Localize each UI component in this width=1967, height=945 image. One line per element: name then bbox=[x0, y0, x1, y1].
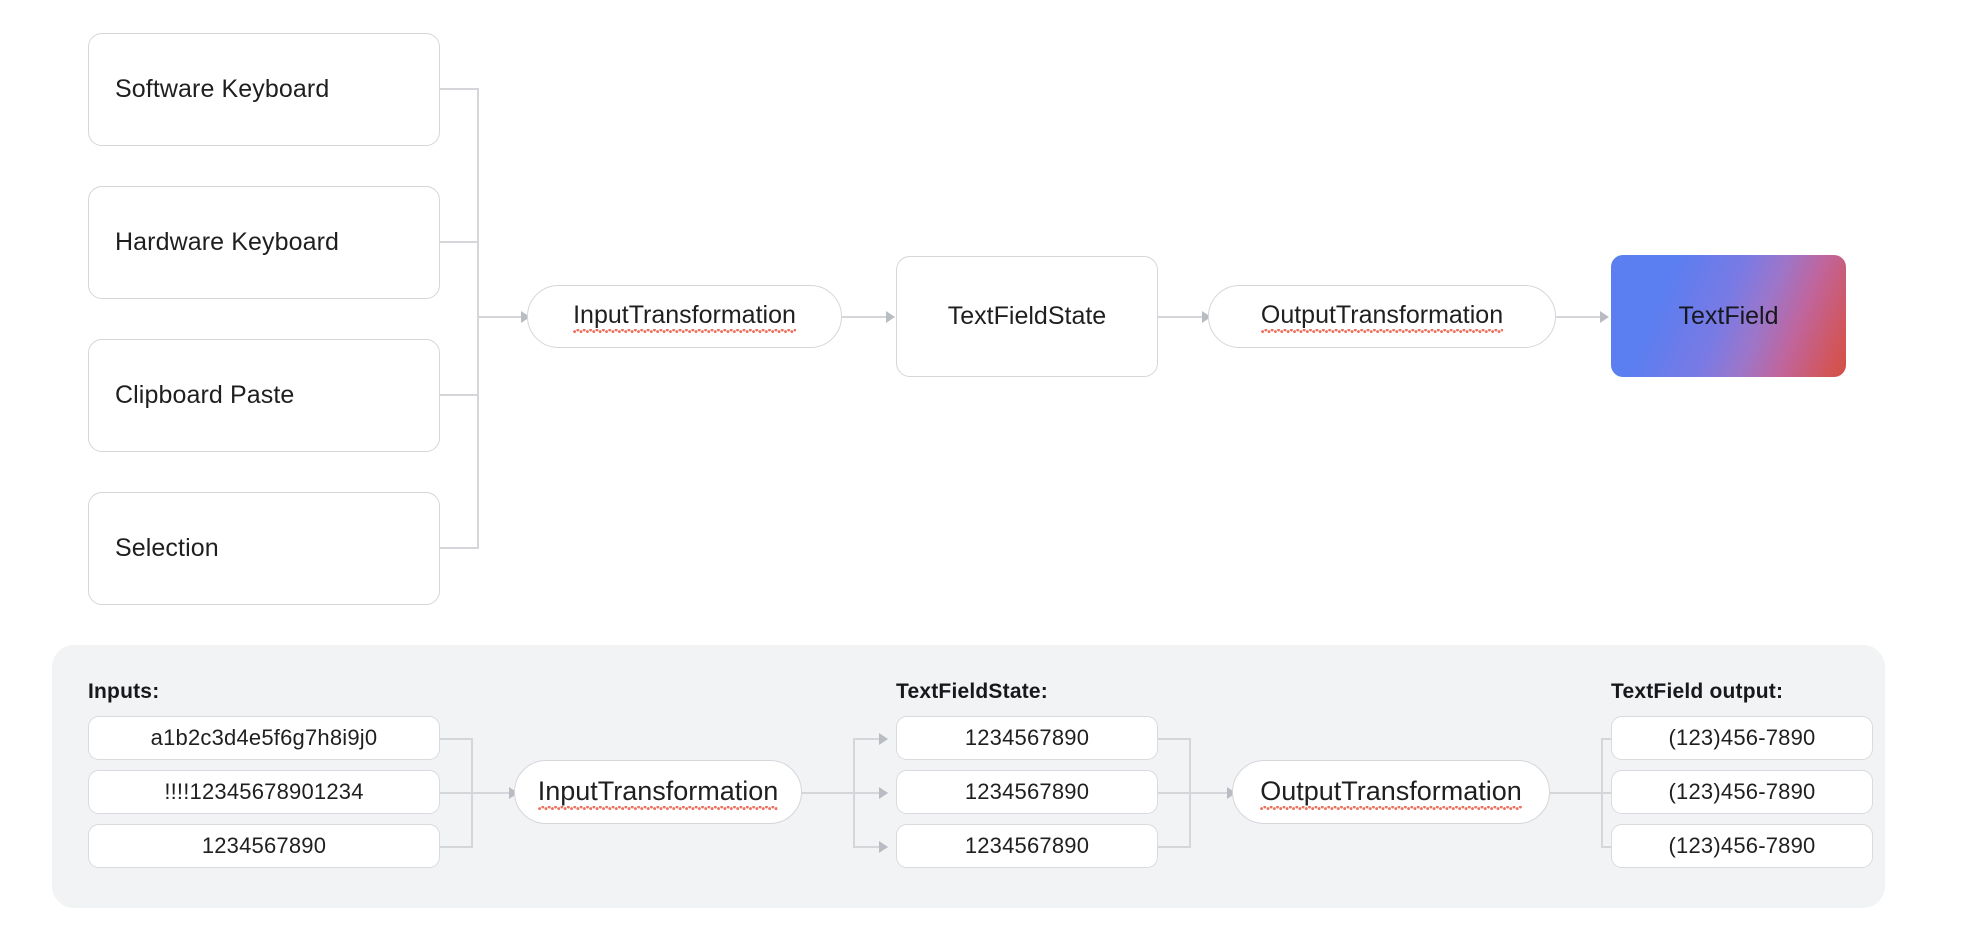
panel-node-input-transformation[interactable]: InputTransformation bbox=[514, 760, 802, 824]
connector-source-bus bbox=[477, 88, 479, 549]
textfield-state-chip[interactable]: 1234567890 bbox=[896, 716, 1158, 760]
connector-state-chip-3-out bbox=[1158, 846, 1190, 848]
input-chip[interactable]: !!!!12345678901234 bbox=[88, 770, 440, 814]
connector-clipboard-paste-stub bbox=[440, 394, 478, 396]
connector-inputs-to-input-transformation bbox=[471, 792, 513, 794]
connector-output-transformation-to-textfield bbox=[1556, 316, 1604, 318]
node-label: InputTransformation bbox=[537, 776, 778, 810]
node-software-keyboard[interactable]: Software Keyboard bbox=[88, 33, 440, 146]
node-label: Clipboard Paste bbox=[115, 381, 295, 409]
node-label: TextField bbox=[1678, 301, 1779, 330]
connector-input-chip-1-stub bbox=[440, 738, 472, 740]
input-chip[interactable]: a1b2c3d4e5f6g7h8i9j0 bbox=[88, 716, 440, 760]
textfield-output-chip[interactable]: (123)456-7890 bbox=[1611, 824, 1873, 868]
node-textfield[interactable]: TextField bbox=[1611, 255, 1846, 377]
node-textfield-state[interactable]: TextFieldState bbox=[896, 256, 1158, 377]
connector-input-chip-3-stub bbox=[440, 846, 472, 848]
connector-hardware-keyboard-stub bbox=[440, 241, 478, 243]
connector-bus-to-input-transformation bbox=[477, 316, 525, 318]
connector-input-chip-2-stub bbox=[440, 792, 472, 794]
node-clipboard-paste[interactable]: Clipboard Paste bbox=[88, 339, 440, 452]
node-selection[interactable]: Selection bbox=[88, 492, 440, 605]
node-label: Software Keyboard bbox=[115, 75, 330, 103]
arrowhead-to-textfield-state bbox=[886, 311, 895, 323]
connector-state-chip-3-stub bbox=[853, 846, 887, 848]
textfield-output-label: TextField output: bbox=[1611, 680, 1784, 703]
arrowhead-to-output-transformation bbox=[1202, 311, 1211, 323]
connector-state-chip-1-stub bbox=[853, 738, 887, 740]
inputs-label: Inputs: bbox=[88, 680, 160, 703]
arrowhead-state-chip-3 bbox=[879, 841, 888, 853]
connector-state-chip-2-out bbox=[1158, 792, 1190, 794]
node-label: Hardware Keyboard bbox=[115, 228, 340, 256]
connector-input-transformation-out bbox=[802, 792, 854, 794]
textfield-output-chip[interactable]: (123)456-7890 bbox=[1611, 770, 1873, 814]
input-chip[interactable]: 1234567890 bbox=[88, 824, 440, 868]
connector-state-chip-2-stub bbox=[853, 792, 887, 794]
textfield-output-chip[interactable]: (123)456-7890 bbox=[1611, 716, 1873, 760]
connector-state-to-output-transformation bbox=[1158, 316, 1206, 318]
node-label: OutputTransformation bbox=[1260, 776, 1522, 810]
textfield-state-chip[interactable]: 1234567890 bbox=[896, 824, 1158, 868]
textfield-state-label: TextFieldState: bbox=[896, 680, 1048, 703]
connector-output-transformation-out bbox=[1550, 792, 1602, 794]
arrowhead-state-chip-1 bbox=[879, 733, 888, 745]
node-label: TextFieldState bbox=[947, 302, 1107, 330]
node-hardware-keyboard[interactable]: Hardware Keyboard bbox=[88, 186, 440, 299]
node-output-transformation[interactable]: OutputTransformation bbox=[1208, 285, 1556, 348]
arrowhead-state-chip-2 bbox=[879, 787, 888, 799]
arrowhead-to-textfield bbox=[1600, 311, 1609, 323]
connector-state-chip-1-out bbox=[1158, 738, 1190, 740]
connector-input-transformation-to-state bbox=[842, 316, 890, 318]
node-input-transformation[interactable]: InputTransformation bbox=[527, 285, 842, 348]
node-label: InputTransformation bbox=[573, 301, 796, 333]
node-label: OutputTransformation bbox=[1260, 301, 1504, 333]
panel-node-output-transformation[interactable]: OutputTransformation bbox=[1232, 760, 1550, 824]
connector-selection-stub bbox=[440, 547, 478, 549]
connector-state-to-output-transformation-panel bbox=[1189, 792, 1231, 794]
connector-software-keyboard-stub bbox=[440, 88, 478, 90]
node-label: Selection bbox=[115, 534, 219, 562]
textfield-state-chip[interactable]: 1234567890 bbox=[896, 770, 1158, 814]
arrowhead-to-input-transformation bbox=[521, 311, 530, 323]
